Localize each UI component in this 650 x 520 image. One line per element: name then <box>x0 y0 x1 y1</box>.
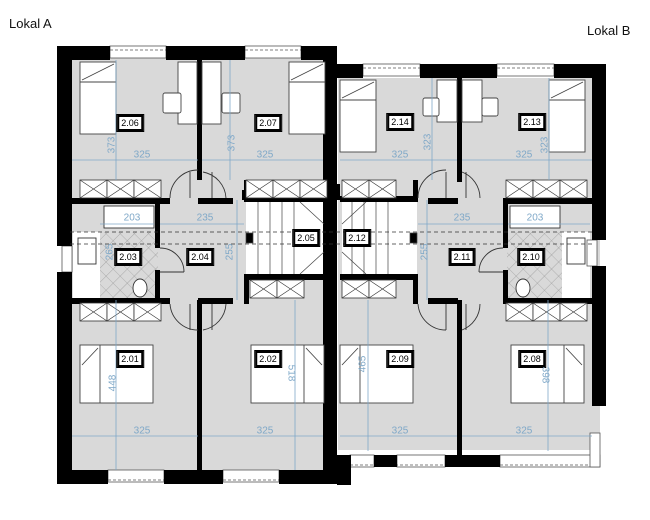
dimension-label: 325 <box>256 149 274 161</box>
dimension-label: 325 <box>256 425 274 437</box>
dimension-label: 323 <box>539 136 551 154</box>
room-label-2-07: 2.07 <box>254 114 282 132</box>
room-label-2-12: 2.12 <box>343 229 371 247</box>
dimension-label: 518 <box>285 364 297 382</box>
room-label-2-08: 2.08 <box>518 350 546 368</box>
dimension-label: 325 <box>133 425 151 437</box>
bathroom-fixtures <box>77 205 586 298</box>
dimension-label: 325 <box>133 149 151 161</box>
dimension-lines <box>72 60 592 470</box>
doors <box>159 169 504 331</box>
desks <box>162 61 499 125</box>
dimension-label: 325 <box>391 425 409 437</box>
room-label-2-05: 2.05 <box>292 229 320 247</box>
unit-b-label: Lokal B <box>587 23 631 38</box>
room-label-2-10: 2.10 <box>517 248 545 266</box>
room-label-2-09: 2.09 <box>386 350 414 368</box>
dimension-label: 373 <box>106 136 118 154</box>
room-label-2-01: 2.01 <box>116 350 144 368</box>
dimension-label: 265 <box>104 243 116 261</box>
dimension-label: 203 <box>526 212 544 224</box>
room-label-2-06: 2.06 <box>116 114 144 132</box>
dashed-lines <box>70 231 592 245</box>
dimension-label: 235 <box>453 212 471 224</box>
room-label-2-14: 2.14 <box>386 113 414 131</box>
room-label-2-13: 2.13 <box>518 113 546 131</box>
dimension-label: 398 <box>539 366 551 384</box>
dimension-label: 373 <box>226 134 238 152</box>
room-label-2-11: 2.11 <box>448 248 476 266</box>
dimension-label: 325 <box>515 149 533 161</box>
dimension-label: 255 <box>224 243 236 261</box>
dimension-label: 203 <box>123 212 141 224</box>
dimension-label: 448 <box>107 374 119 392</box>
dimension-label: 325 <box>515 425 533 437</box>
dimension-label: 235 <box>196 212 214 224</box>
room-label-2-02: 2.02 <box>254 350 282 368</box>
room-label-2-04: 2.04 <box>186 248 214 266</box>
dimension-label: 255 <box>419 243 431 261</box>
room-label-2-03: 2.03 <box>114 248 142 266</box>
stairs <box>245 201 418 275</box>
dimension-label: 325 <box>391 149 409 161</box>
dimension-label: 465 <box>357 355 369 373</box>
windows <box>61 45 601 483</box>
dimension-label: 323 <box>422 133 434 151</box>
unit-a-label: Lokal A <box>9 16 52 31</box>
